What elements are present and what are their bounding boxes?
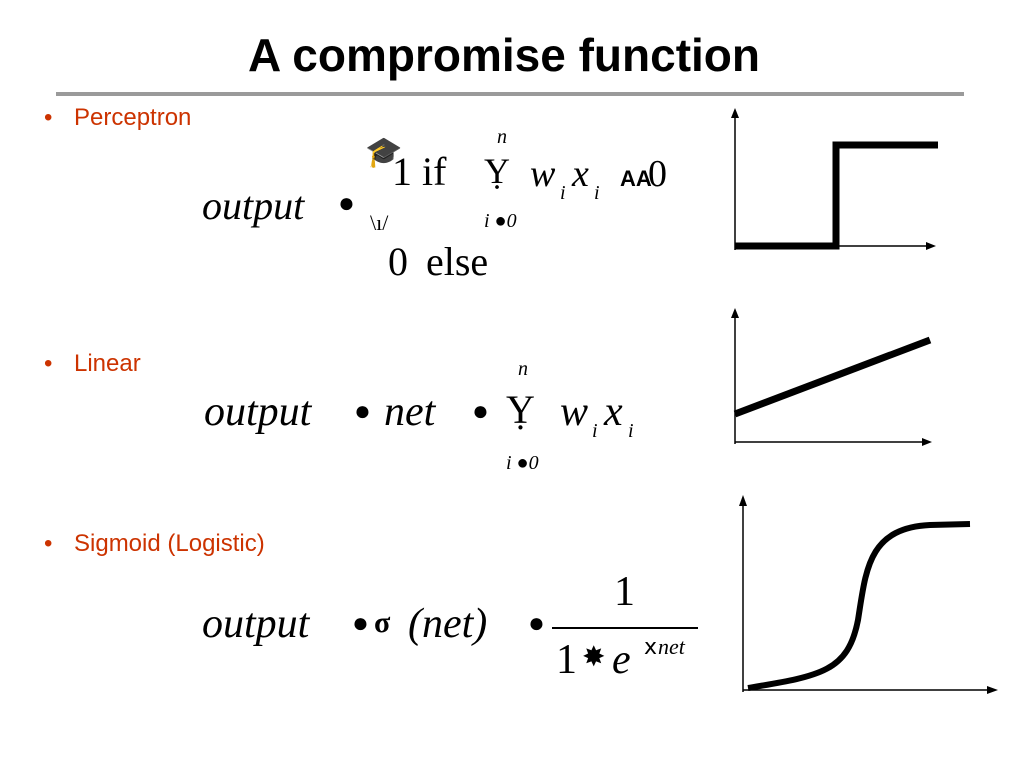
bullet-dot: •: [44, 350, 53, 377]
sum-lower: i ●0: [484, 210, 517, 232]
sigmoid-graph: [739, 495, 998, 694]
term-w-sub: i: [560, 182, 566, 204]
term-x: x: [604, 389, 623, 435]
rhs-zero: 0: [648, 153, 667, 195]
title-divider: [56, 92, 964, 96]
bullet-sigmoid: • Sigmoid (Logistic): [44, 530, 265, 558]
case1-condition: if: [422, 149, 447, 194]
sum-upper: n: [497, 126, 507, 148]
term-x-sub: i: [594, 182, 600, 204]
formula-lhs: output: [202, 601, 310, 647]
equals-sign: ●: [528, 608, 545, 639]
bullet-label: Linear: [74, 350, 141, 377]
formula-lhs: output: [202, 183, 305, 228]
bullet-linear: • Linear: [44, 350, 141, 378]
bullet-perceptron: • Perceptron: [44, 104, 191, 132]
step-curve: [735, 141, 938, 250]
term-w: w: [560, 389, 589, 435]
bullet-dot: •: [44, 530, 53, 557]
term-x-sub: i: [628, 420, 634, 442]
sum-lower: i ●0: [506, 452, 539, 474]
x-axis-arrow-icon: [926, 242, 936, 250]
exponent: net: [658, 634, 685, 659]
bullet-label: Perceptron: [74, 104, 192, 131]
bullet-label: Sigmoid (Logistic): [74, 530, 265, 557]
sigmoid-curve: [747, 521, 971, 691]
net-term: net: [384, 389, 436, 435]
sum-symbol-icon: Ỵ: [484, 151, 510, 191]
x-axis-arrow-icon: [922, 438, 932, 446]
equals-sign: ●: [354, 396, 371, 427]
term-x: x: [572, 153, 589, 195]
sum-symbol-icon: Ỵ: [506, 387, 535, 432]
equals-sign: ●: [352, 608, 369, 639]
slide-title: A compromise function: [248, 29, 760, 81]
y-axis-arrow-icon: [731, 308, 739, 318]
brace-top-icon: 🎓: [365, 136, 403, 169]
denominator-one: 1: [556, 637, 577, 683]
term-w: w: [530, 153, 556, 195]
bullet-dot: •: [44, 104, 53, 131]
fraction-numerator: 1: [614, 569, 635, 615]
case2-condition: else: [426, 239, 489, 284]
linear-curve: [733, 336, 932, 418]
denominator-e: e: [612, 637, 631, 683]
y-axis-arrow-icon: [739, 495, 747, 506]
equals-sign: ●: [338, 188, 355, 219]
x-axis-arrow-icon: [987, 686, 998, 694]
linear-graph: [731, 308, 932, 446]
comparison-sign: AA: [620, 166, 652, 191]
case2-value: 0: [388, 239, 408, 284]
sigma-icon: σ: [374, 606, 391, 639]
y-axis-arrow-icon: [731, 108, 739, 118]
step-graph: [731, 108, 938, 250]
brace-mid-icon: \ı/: [370, 210, 389, 235]
minus-icon: ⅹ: [644, 634, 658, 659]
sigma-argument: (net): [408, 601, 488, 647]
sum-upper: n: [518, 358, 528, 380]
equals-sign: ●: [472, 396, 489, 427]
formula-lhs: output: [204, 389, 312, 435]
term-w-sub: i: [592, 420, 598, 442]
plus-icon: ✸: [582, 642, 606, 673]
case1-value: 1: [392, 149, 412, 194]
